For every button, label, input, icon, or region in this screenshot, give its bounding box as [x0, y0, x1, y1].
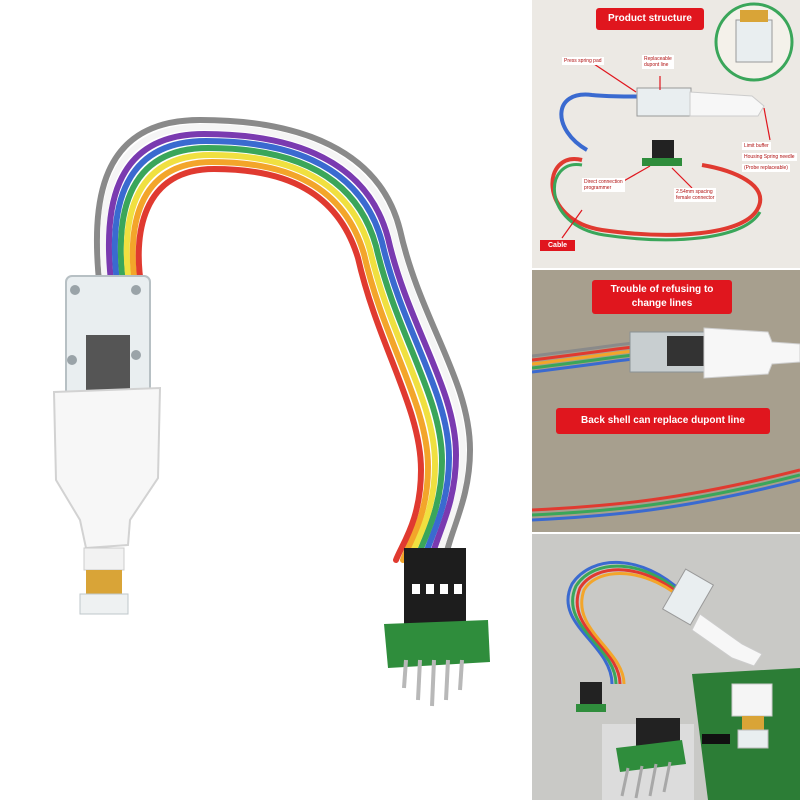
closeup-tip: [737, 729, 769, 749]
ribbon-cable: [93, 116, 474, 563]
probe-pins: [86, 570, 122, 594]
feature-connector: [667, 336, 707, 366]
zoom-probe-pins: [740, 10, 768, 22]
label-direct-connection-programmer: Direct connection programmer: [582, 178, 625, 192]
structure-illustration: [550, 2, 794, 242]
structure-housing: [636, 87, 692, 117]
screw-icon: [131, 350, 141, 360]
usage-probe-body: [691, 613, 763, 667]
probe-neck: [83, 547, 125, 571]
closeup-pins: [742, 716, 764, 730]
back-shell-text: Back shell can replace dupont line: [556, 408, 770, 434]
closeup-chip: [702, 734, 730, 744]
usage-pcb: [576, 704, 606, 712]
feature-probe-body: [703, 327, 800, 379]
label-limit-buffer: Limit buffer: [742, 142, 771, 150]
green-pcb: [384, 620, 490, 668]
connector-window: [426, 584, 434, 594]
zoom-probe-tip: [735, 19, 773, 63]
label-female-connector: 2.54mm spacing female connector: [674, 188, 717, 202]
closeup-probe: [731, 683, 773, 717]
header-pins: [402, 659, 464, 707]
label-replaceable-dupont-line: Replaceable dupont line: [642, 55, 674, 69]
label-housing-spring-needle: Housing Spring needle: [742, 153, 797, 161]
probe-tip: [79, 593, 129, 615]
main-product-photo: [52, 116, 490, 707]
screw-icon: [70, 285, 80, 295]
cable-illustration: [52, 116, 490, 707]
product-structure-title: Product structure: [596, 8, 704, 30]
closeup-header-pins: [620, 761, 672, 799]
usage-illustration: [532, 534, 800, 800]
housing-connector: [86, 335, 130, 390]
usage-photo-panel: [532, 534, 800, 800]
trouble-text: Trouble of refusing to change lines: [592, 280, 732, 314]
connector-window: [454, 584, 462, 594]
screw-icon: [131, 285, 141, 295]
structure-pcb: [642, 158, 682, 166]
screw-icon: [67, 355, 77, 365]
label-press-spring-pad: Press spring pad: [562, 57, 604, 65]
feature-illustration: [532, 270, 800, 532]
feature-panel: Trouble of refusing to change lines Back…: [532, 270, 800, 532]
connector-window: [440, 584, 448, 594]
label-cable: Cable: [540, 240, 576, 251]
structure-probe-body: [689, 91, 765, 117]
connector-window: [412, 584, 420, 594]
usage-housing: [661, 568, 715, 626]
usage-cable: [566, 561, 690, 685]
usage-connector: [580, 682, 602, 704]
probe-body: [52, 386, 162, 550]
product-structure-panel: Product structure Press spring pad Repla…: [532, 0, 800, 268]
callout-lines: [561, 63, 771, 239]
label-probe-replaceable: (Probe replaceable): [742, 164, 790, 172]
